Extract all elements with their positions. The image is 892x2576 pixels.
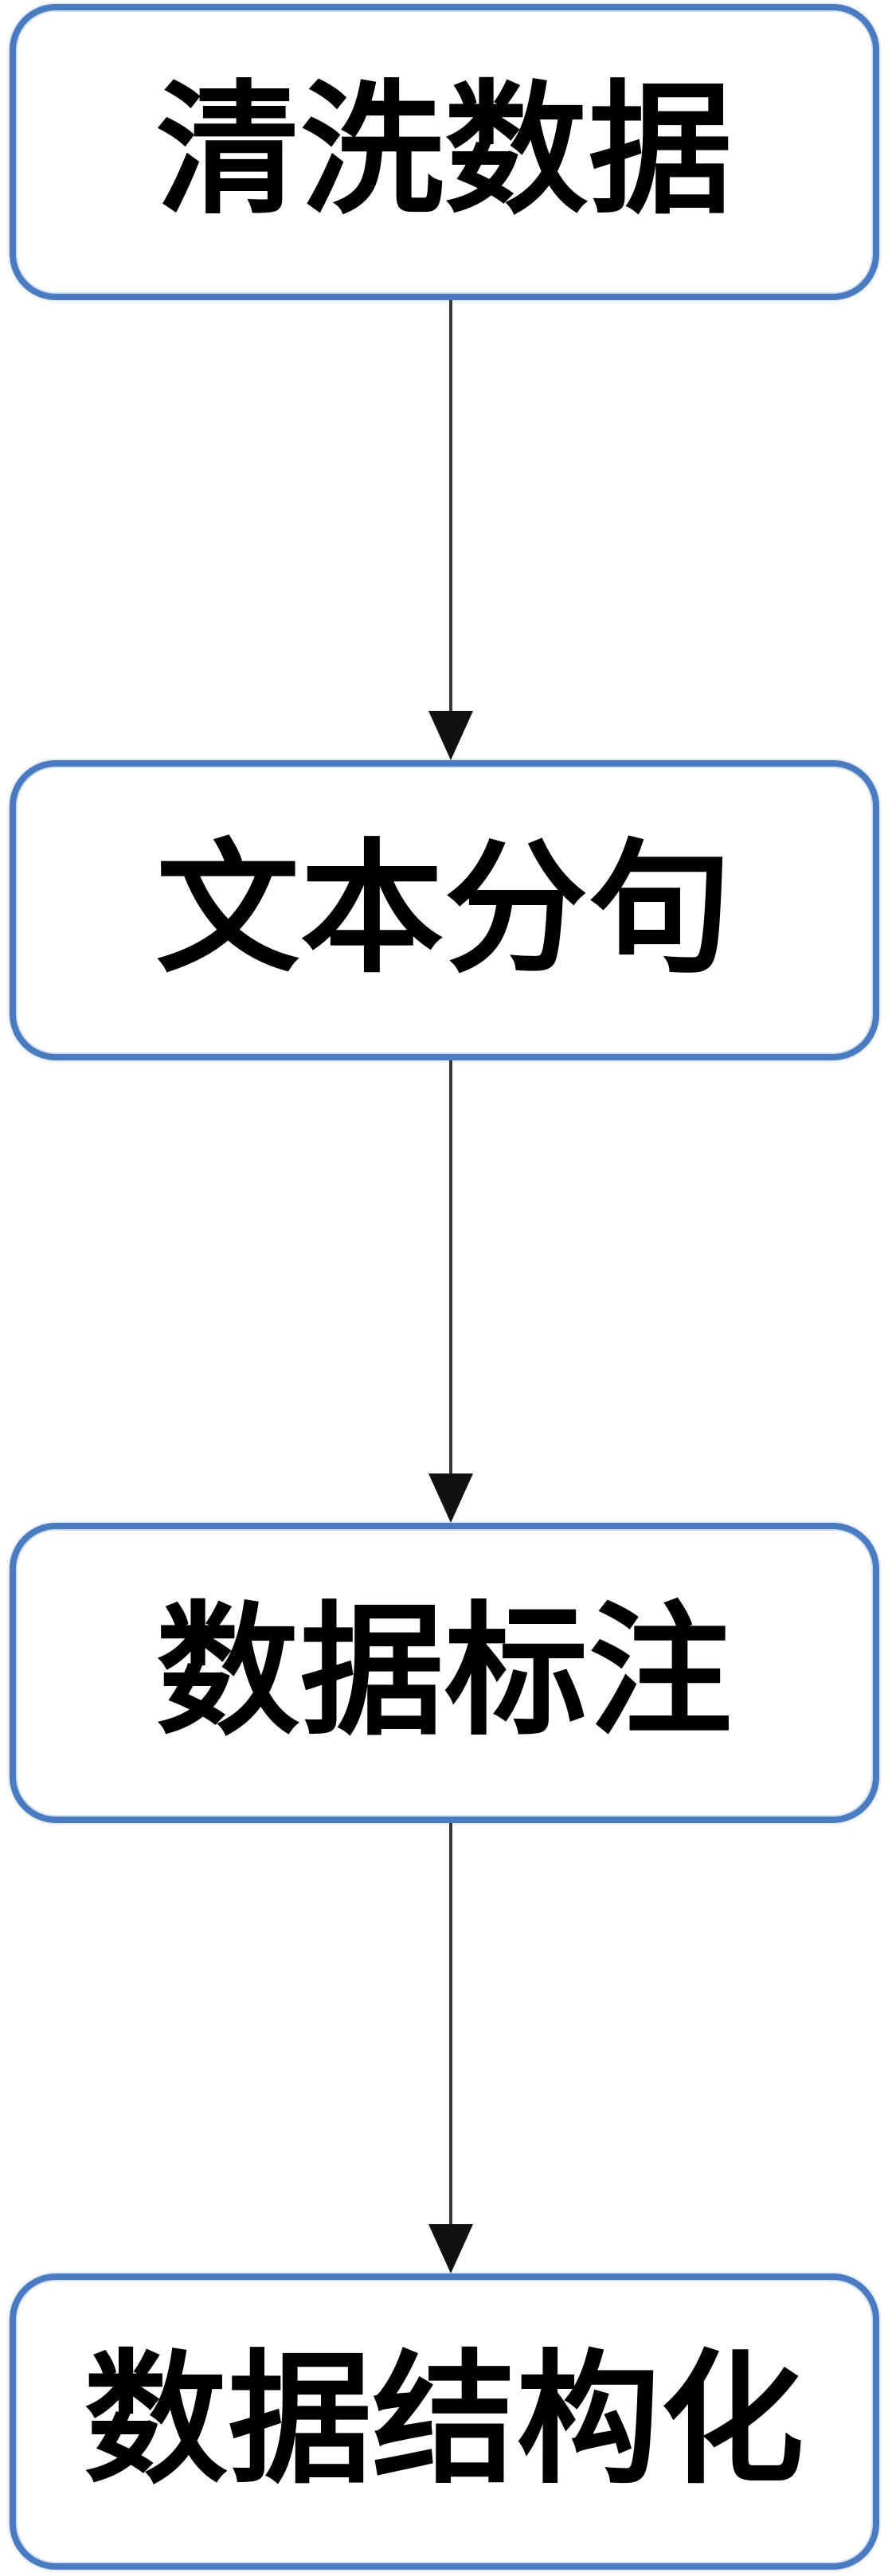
arrow-down-icon bbox=[428, 2224, 473, 2274]
arrow-down-connector-2 bbox=[428, 1060, 474, 1523]
arrow-down-connector-3 bbox=[428, 1823, 474, 2274]
flow-node-clean-data: 清洗数据 bbox=[10, 4, 879, 300]
flow-node-data-structuring: 数据结构化 bbox=[10, 2274, 879, 2570]
arrow-down-icon bbox=[428, 1473, 473, 1523]
flow-node-label: 数据标注 bbox=[155, 1593, 733, 1752]
flow-node-data-annotation: 数据标注 bbox=[10, 1523, 879, 1823]
arrow-down-connector-1 bbox=[428, 300, 474, 760]
flow-node-label: 文本分句 bbox=[155, 830, 733, 989]
flow-node-label: 清洗数据 bbox=[155, 72, 733, 231]
flow-node-text-segmentation: 文本分句 bbox=[10, 760, 879, 1060]
arrow-shaft bbox=[449, 1060, 452, 1473]
flow-node-label: 数据结构化 bbox=[84, 2342, 805, 2500]
arrow-down-icon bbox=[428, 711, 473, 760]
arrow-shaft bbox=[449, 1823, 452, 2224]
arrow-shaft bbox=[449, 300, 452, 711]
